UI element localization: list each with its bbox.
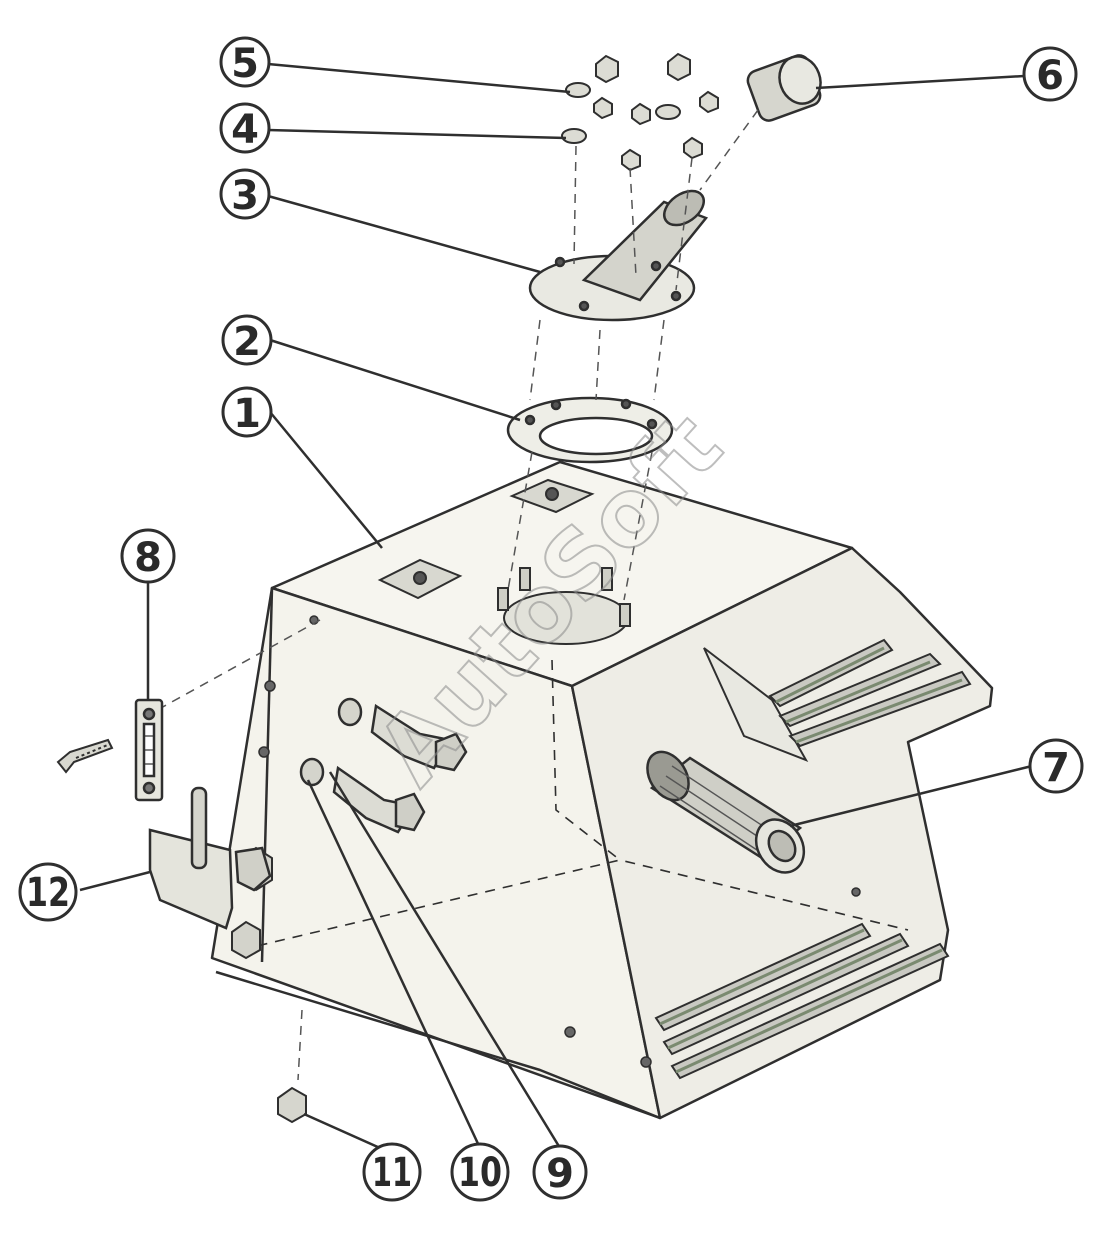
assembly-lines bbox=[149, 109, 759, 1081]
tank-top-pads bbox=[377, 478, 631, 645]
callout-3: 3 bbox=[219, 168, 271, 220]
hidden-edge-2 bbox=[551, 659, 621, 861]
callout-12: 12 bbox=[18, 862, 78, 922]
stud bbox=[519, 567, 531, 591]
callout-3-label: 3 bbox=[231, 173, 259, 219]
washers-and-bolts bbox=[299, 697, 468, 834]
stud bbox=[601, 567, 613, 591]
callout-5-label: 5 bbox=[231, 41, 259, 87]
stud bbox=[497, 587, 509, 611]
leader-lines bbox=[79, 62, 1033, 1150]
drain-plug bbox=[277, 1086, 307, 1124]
callout-8-label: 8 bbox=[134, 535, 162, 581]
suction-strainer bbox=[646, 750, 806, 874]
callout-7-label: 7 bbox=[1042, 745, 1070, 791]
callout-4: 4 bbox=[219, 102, 271, 154]
callout-4-label: 4 bbox=[231, 107, 259, 153]
callout-6-label: 6 bbox=[1036, 53, 1064, 99]
step-ribs-upper bbox=[703, 638, 972, 762]
tank-lip bbox=[260, 587, 274, 963]
callout-6: 6 bbox=[1022, 46, 1078, 102]
level-gauge bbox=[134, 698, 164, 802]
callout-10: 10 bbox=[450, 1142, 510, 1202]
filler-cap bbox=[746, 54, 822, 122]
nuts-and-washers bbox=[561, 52, 719, 172]
callout-2-label: 2 bbox=[233, 319, 261, 365]
gasket-ring bbox=[506, 396, 674, 464]
callout-2: 2 bbox=[221, 314, 273, 366]
pad-screw-2 bbox=[545, 487, 559, 501]
callout-11-label: 11 bbox=[372, 1150, 412, 1196]
callout-1: 1 bbox=[221, 386, 273, 438]
callout-5: 5 bbox=[219, 36, 271, 88]
callout-11: 11 bbox=[362, 1142, 422, 1202]
callout-9-label: 9 bbox=[546, 1151, 574, 1197]
callout-9: 9 bbox=[532, 1144, 588, 1200]
step-ribs-lower bbox=[654, 922, 950, 1080]
callout-7: 7 bbox=[1028, 738, 1084, 794]
callout-8: 8 bbox=[120, 528, 176, 584]
filler-neck-flange bbox=[528, 189, 709, 322]
callout-10-label: 10 bbox=[458, 1150, 502, 1196]
stud bbox=[619, 603, 631, 627]
mounting-bracket bbox=[148, 786, 272, 930]
callout-1-label: 1 bbox=[233, 391, 261, 437]
pad-screw bbox=[413, 571, 427, 585]
hidden-edge bbox=[239, 859, 909, 951]
left-face-holes bbox=[258, 615, 861, 1068]
callout-12-label: 12 bbox=[26, 870, 70, 916]
tank-bottom-edge bbox=[215, 970, 661, 1120]
gauge-screw bbox=[56, 738, 114, 774]
